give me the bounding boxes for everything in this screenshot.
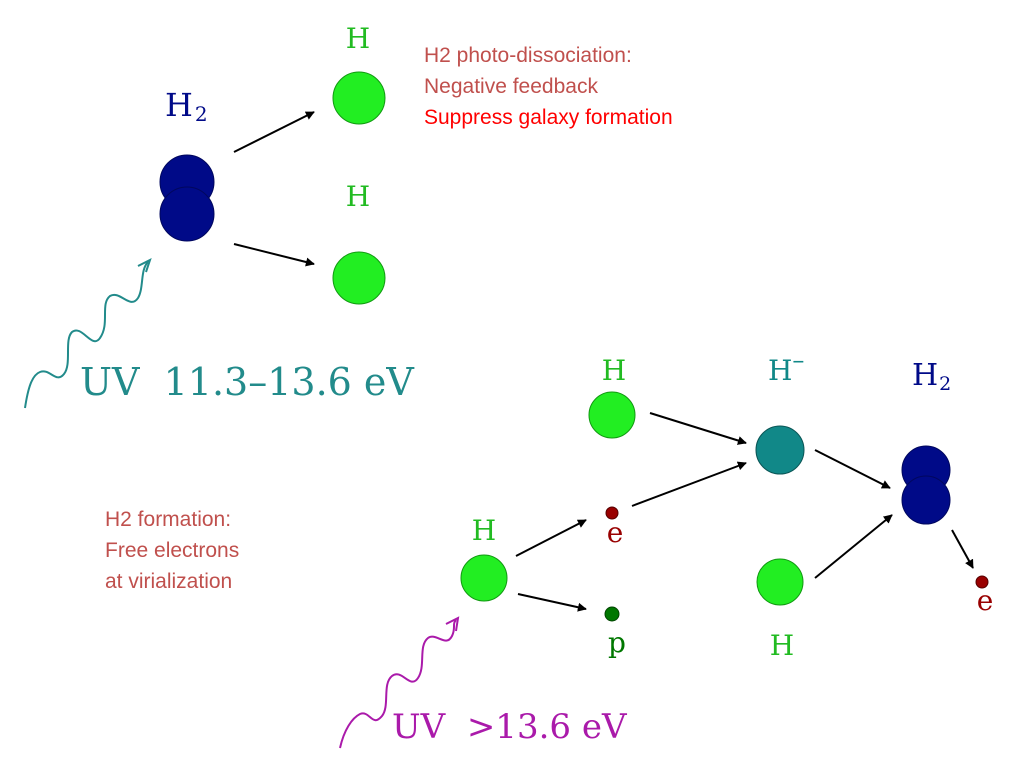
uv-photon-arrowhead-top (137, 258, 152, 273)
electron-label: e (607, 516, 624, 549)
released-electron-label: e (977, 584, 994, 617)
dissociation-note-line1: H2 photo-dissociation: (424, 44, 632, 67)
h-lower-label: H (770, 629, 794, 662)
arrow-h2-to-h-bottom (233, 243, 315, 267)
uv-photon-arrowhead-bottom (445, 616, 460, 632)
h-source-label: H (472, 514, 496, 547)
h-atom-bottom (332, 251, 386, 305)
h-upper-label: H (602, 354, 626, 387)
formation-notes: H2 formation: Free electrons at virializ… (105, 504, 239, 597)
arrow-h-to-h-minus (649, 412, 747, 445)
released-electron (975, 575, 989, 589)
formation-note-line1: H2 formation: (105, 508, 232, 531)
uv-label-top: UV 11.3–13.6 eV (80, 360, 414, 404)
dissociation-notes: H2 photo-dissociation: Negative feedback… (424, 40, 673, 133)
formation-note-line3: at virialization (105, 570, 233, 593)
arrow-h2-to-electron (951, 529, 974, 569)
h-atom-bottom-label: H (346, 180, 370, 213)
h2-molecule (159, 154, 215, 242)
h2-product-molecule (901, 445, 951, 525)
h-source-atom (460, 554, 508, 602)
dissociation-note-line3: Suppress galaxy formation (424, 106, 673, 129)
h-lower-atom (756, 558, 804, 606)
arrow-electron-to-h-minus (631, 461, 747, 507)
uv-photon-wave-top (24, 261, 149, 409)
h-minus-label: H– (768, 346, 804, 387)
arrow-h-to-proton (517, 593, 587, 612)
h-atom-top-label: H (346, 22, 370, 55)
arrow-h-to-electron (515, 519, 587, 557)
uv-label-bottom: UV >13.6 eV (392, 707, 628, 747)
arrow-h-minus-to-h2 (814, 449, 891, 489)
dissociation-note-line2: Negative feedback (424, 75, 598, 98)
proton (604, 606, 620, 622)
formation-group: H e p H H– H H2 e (339, 346, 994, 749)
h-atom-top (332, 71, 386, 125)
arrow-h-to-h2 (814, 514, 893, 579)
h-minus-ion (755, 425, 805, 475)
arrow-h2-to-h-top (233, 111, 315, 153)
uv-photon-wave-bottom (339, 619, 457, 749)
h2-product-label: H2 (912, 358, 951, 395)
formation-note-line2: Free electrons (105, 539, 240, 562)
proton-label: p (608, 626, 626, 659)
h-upper-atom (588, 391, 636, 439)
electron (605, 506, 619, 520)
